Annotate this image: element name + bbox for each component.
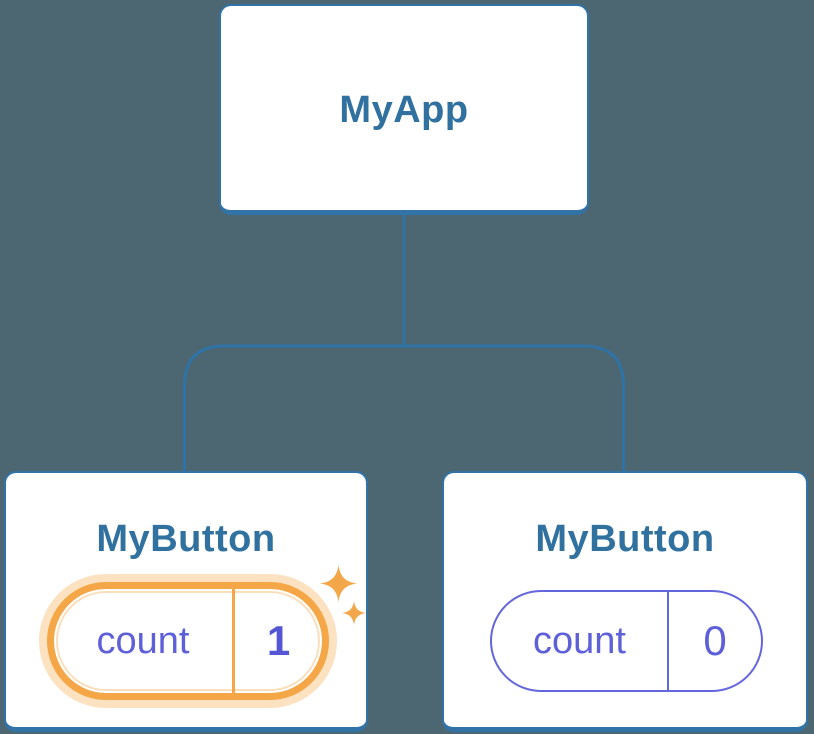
state-badge: count 0 (490, 590, 763, 692)
state-divider (667, 592, 669, 690)
state-value: 0 (703, 617, 727, 664)
sparkle-large-icon (320, 565, 357, 602)
sparkle-small-icon (342, 601, 366, 625)
component-node-mybutton-initial: MyButton count 0 (442, 471, 808, 732)
state-key-label: count (96, 619, 190, 662)
state-badge-highlighted: count 1 (47, 582, 329, 700)
state-key-label: count (533, 619, 626, 662)
component-node-myapp: MyApp (219, 4, 589, 215)
component-node-mybutton-updated: MyButton count 1 (4, 471, 368, 732)
node-title: MyButton (535, 518, 715, 560)
node-title: MyButton (96, 518, 276, 560)
state-value: 1 (266, 617, 291, 664)
node-title: MyApp (339, 89, 469, 131)
state-divider (232, 589, 235, 693)
